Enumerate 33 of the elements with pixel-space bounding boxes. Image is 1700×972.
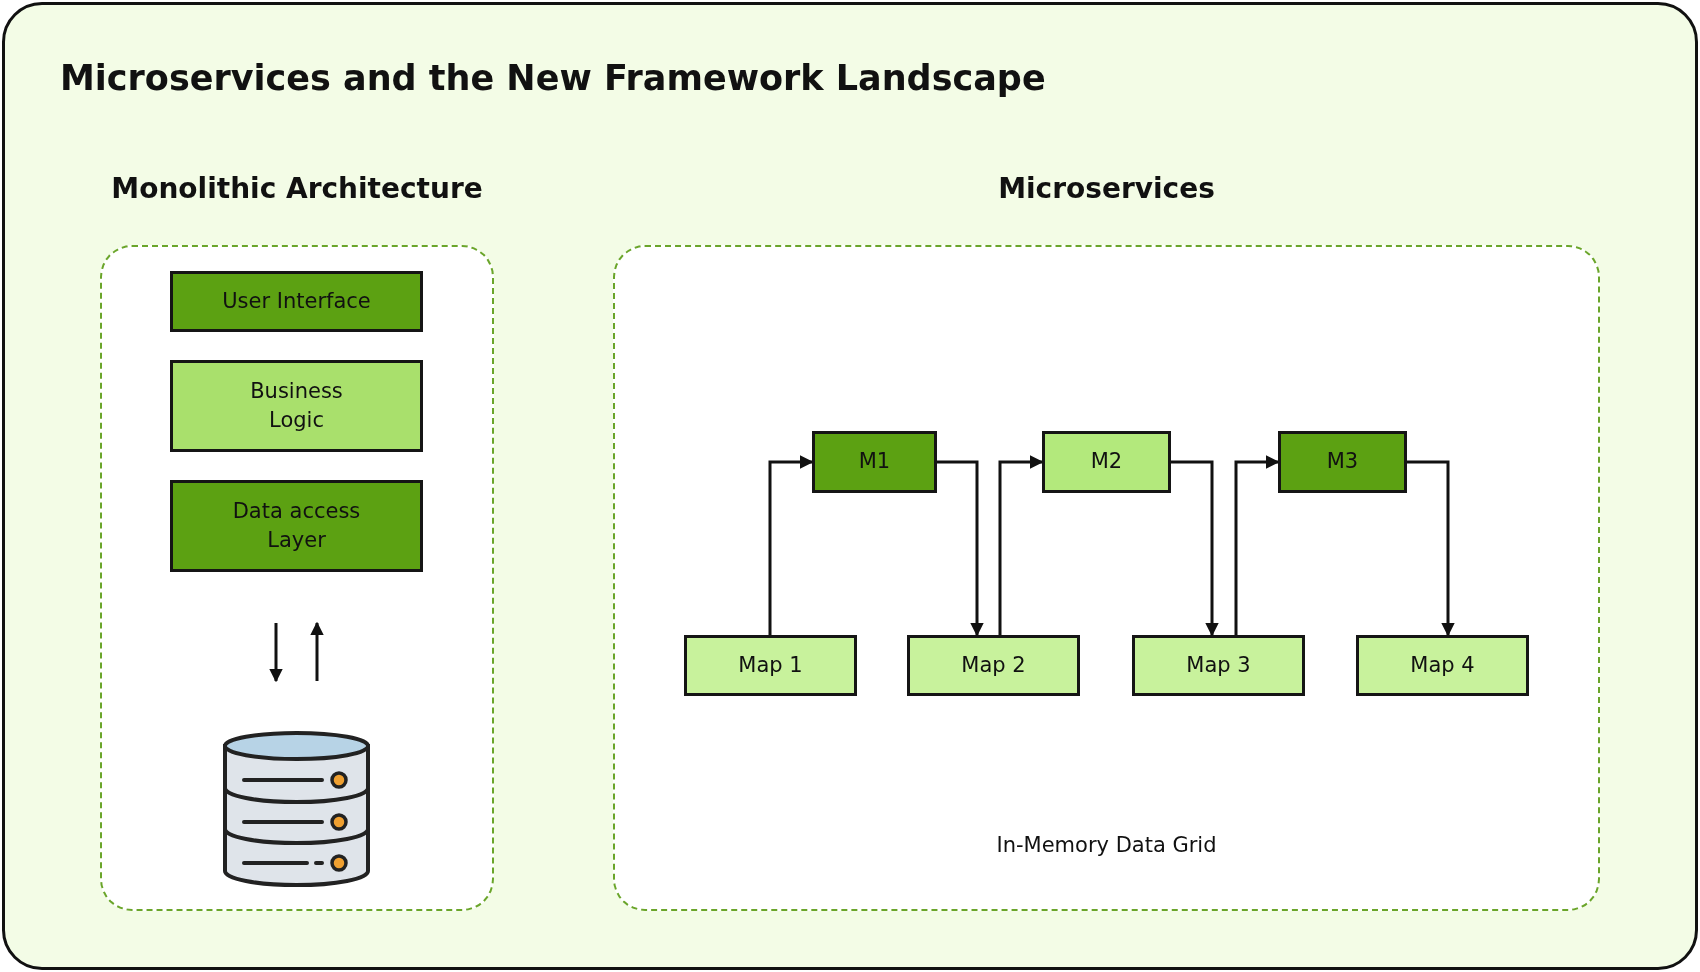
section-heading: Monolithic Architecture: [110, 172, 484, 205]
box-label: M2: [1090, 448, 1123, 476]
component-box: [1132, 635, 1305, 696]
box-label: M1: [858, 448, 891, 476]
component-box: [170, 271, 423, 332]
grid-label: In-Memory Data Grid: [995, 833, 1218, 857]
component-box: [812, 431, 937, 493]
title: Microservices and the New Framework Landscape: [60, 58, 1046, 98]
box-label: Map 1: [738, 651, 803, 679]
component-box: [1042, 431, 1171, 493]
box-label: Map 2: [961, 651, 1026, 679]
arrow: [937, 460, 984, 637]
arrow: [768, 455, 814, 635]
arrow: [1234, 455, 1280, 635]
section-heading: Microservices: [997, 172, 1216, 205]
arrow: [1407, 460, 1455, 637]
component-box: [1356, 635, 1529, 696]
component-box: [1278, 431, 1407, 493]
box-label: Map 3: [1186, 651, 1251, 679]
box-label: Data access Layer: [231, 497, 362, 554]
box-label: Business Logic: [249, 377, 344, 434]
box-label: Map 4: [1410, 651, 1475, 679]
arrow: [1171, 460, 1219, 637]
database-icon: [222, 730, 371, 889]
arrow: [998, 455, 1044, 635]
component-box: [684, 635, 857, 696]
component-box: [170, 480, 423, 572]
arrow: [269, 623, 283, 683]
arrow: [310, 621, 324, 681]
component-box: [170, 360, 423, 452]
box-label: M3: [1326, 448, 1359, 476]
box-label: User Interface: [222, 287, 371, 315]
component-box: [907, 635, 1080, 696]
